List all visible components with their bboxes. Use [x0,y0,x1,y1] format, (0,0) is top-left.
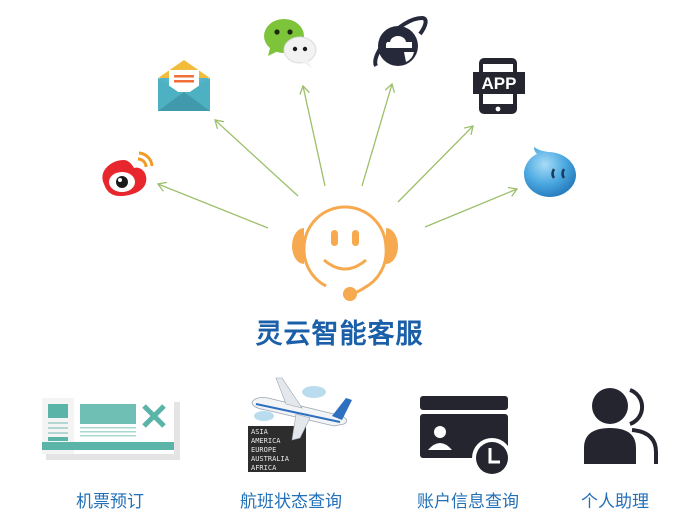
app-icon: APP [471,56,527,116]
email-icon [156,58,212,114]
svg-text:AMERICA: AMERICA [251,437,281,445]
account-card-icon [418,392,518,480]
chat-bubble-icon [520,143,580,199]
wechat-icon [262,16,318,70]
service-label-flight-status[interactable]: 航班状态查询 [240,492,342,512]
ie-browser-icon [370,14,428,72]
service-label-ticket[interactable]: 机票预订 [76,492,144,512]
svg-text:AFRICA: AFRICA [251,464,277,472]
weibo-icon [96,150,156,200]
svg-text:EUROPE: EUROPE [251,446,276,454]
svg-text:APP: APP [482,74,517,93]
flight-board-icon: ASIA AMERICA EUROPE AUSTRALIA AFRICA [246,376,356,476]
svg-text:AUSTRALIA: AUSTRALIA [251,455,290,463]
ticket-icon [40,396,180,464]
service-label-account[interactable]: 账户信息查询 [417,492,519,512]
page-title: 灵云智能客服 [255,319,424,350]
assistant-users-icon [580,384,660,466]
svg-text:ASIA: ASIA [251,428,269,436]
headset-agent-icon [286,200,404,304]
service-label-assistant[interactable]: 个人助理 [581,492,649,512]
